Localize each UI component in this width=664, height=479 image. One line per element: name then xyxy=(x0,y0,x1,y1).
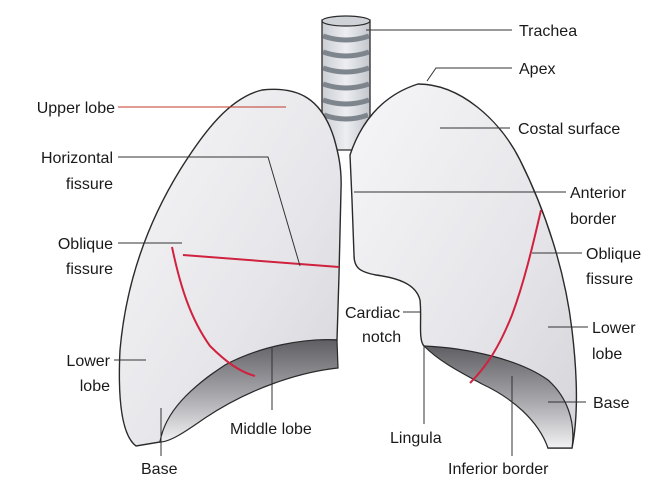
label-lower-lobe-left-line1: Lower xyxy=(66,353,110,370)
label-oblique-fissure-left-line2: fissure xyxy=(66,261,113,278)
left-lung xyxy=(350,84,577,448)
label-lingula: Lingula xyxy=(390,430,442,447)
label-base-right: Base xyxy=(593,395,630,412)
label-costal-surface: Costal surface xyxy=(518,121,620,138)
label-upper-lobe: Upper lobe xyxy=(37,100,115,117)
label-anterior-border-line1: Anterior xyxy=(570,185,627,202)
label-lower-lobe-right-line2: lobe xyxy=(592,346,622,363)
right-lung xyxy=(119,89,341,446)
label-cardiac-notch-line1: Cardiac xyxy=(345,305,400,322)
label-oblique-fissure-right-line1: Oblique xyxy=(586,246,641,263)
label-oblique-fissure-left-line1: Oblique xyxy=(58,236,113,253)
label-horizontal-fissure-line2: fissure xyxy=(66,176,113,193)
label-apex: Apex xyxy=(519,61,555,78)
label-trachea: Trachea xyxy=(519,23,577,40)
label-base-left: Base xyxy=(141,461,178,478)
label-lower-lobe-right-line1: Lower xyxy=(592,320,636,337)
label-middle-lobe: Middle lobe xyxy=(230,421,312,438)
label-cardiac-notch-line2: notch xyxy=(362,329,401,346)
label-inferior-border: Inferior border xyxy=(448,461,549,478)
label-horizontal-fissure-line1: Horizontal xyxy=(41,150,113,167)
label-anterior-border-line2: border xyxy=(570,211,617,228)
leader-apex xyxy=(427,68,512,81)
label-oblique-fissure-right-line2: fissure xyxy=(586,271,633,288)
label-lower-lobe-left-line2: lobe xyxy=(80,378,110,395)
